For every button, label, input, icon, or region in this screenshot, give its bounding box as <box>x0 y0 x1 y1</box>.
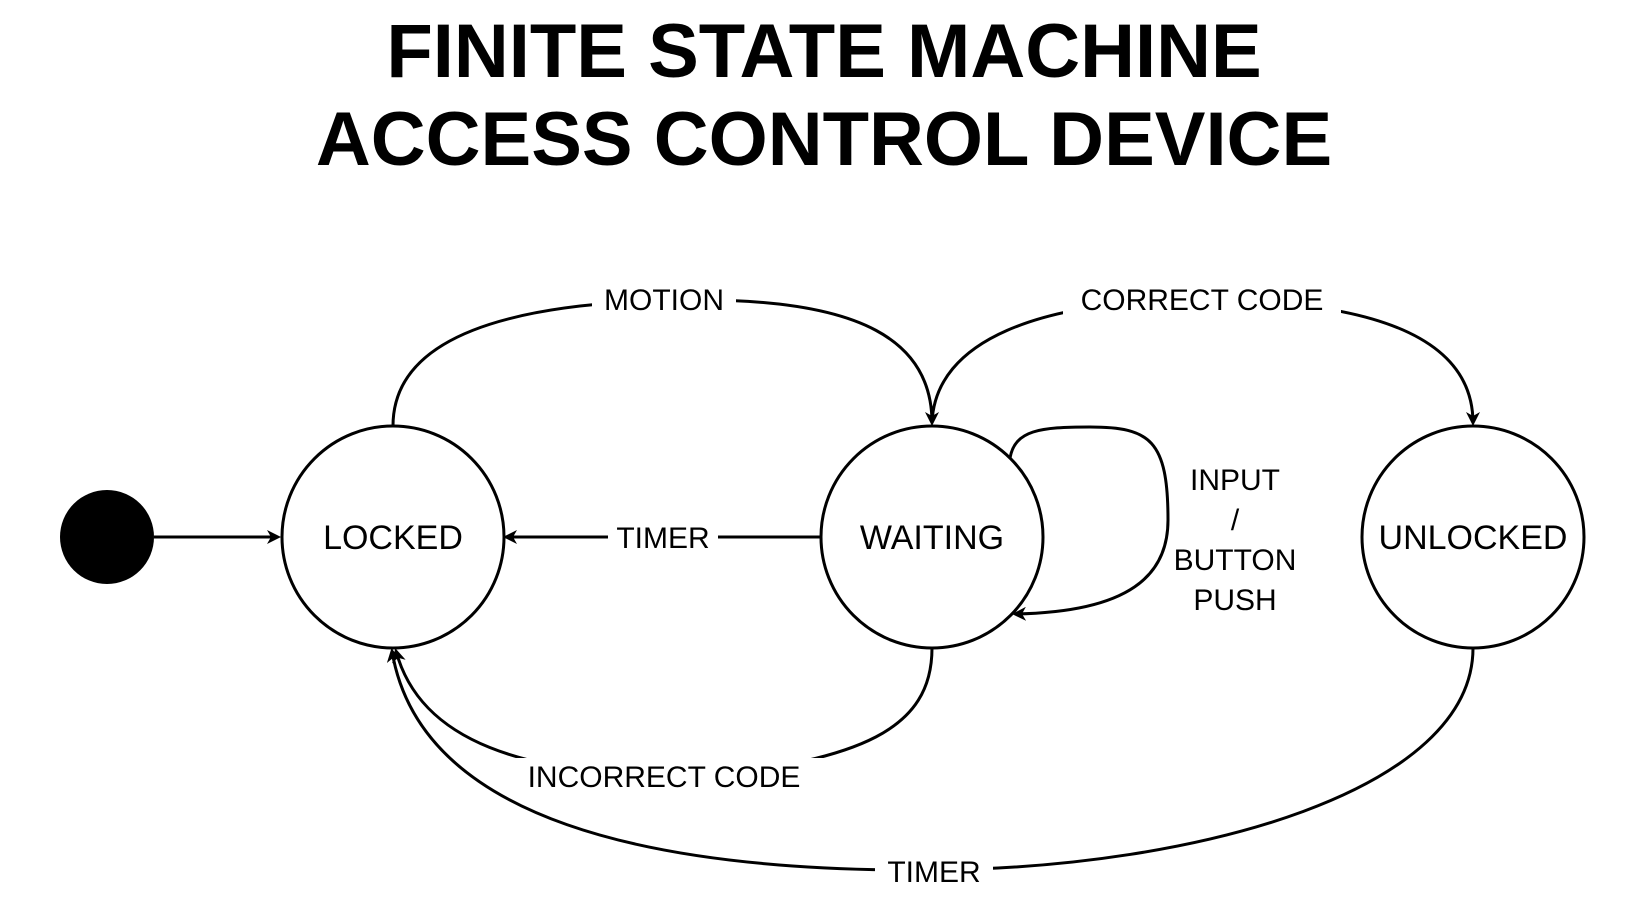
state-unlocked-label: UNLOCKED <box>1379 519 1568 557</box>
transition-motion-label: MOTION <box>604 284 724 317</box>
transition-input-button-push-arrow <box>1008 425 1170 621</box>
transition-input-button-push-label-line-4: PUSH <box>1193 584 1276 617</box>
transition-incorrect-code-arrow <box>392 647 934 779</box>
transition-motion-label-bg <box>592 280 736 316</box>
transition-correct-code-label: CORRECT CODE <box>1081 284 1324 317</box>
state-unlocked: UNLOCKED <box>1360 424 1586 650</box>
state-waiting: WAITING <box>819 424 1045 650</box>
transition-incorrect-code-label: INCORRECT CODE <box>528 761 801 794</box>
transition-input-button-push-label-line-3: BUTTON <box>1174 544 1297 577</box>
transition-correct-code-label-bg <box>1063 280 1341 316</box>
transition-input-button-push-label-line-1: INPUT <box>1190 464 1280 497</box>
state-locked: LOCKED <box>280 424 506 650</box>
transition-motion-arrow <box>391 298 939 427</box>
diagram-title-line-1: FINITE STATE MACHINE <box>386 9 1262 94</box>
transition-incorrect-code-label-bg <box>500 758 830 796</box>
transition-timer-waiting-locked-label: TIMER <box>616 522 709 555</box>
transition-timer-waiting-locked-label-bg <box>608 519 718 555</box>
transition-timer-unlocked-locked-label: TIMER <box>887 856 980 889</box>
state-waiting-label: WAITING <box>860 519 1004 557</box>
transition-timer-unlocked-locked-label-bg <box>875 852 993 890</box>
diagram-title-line-2: ACCESS CONTROL DEVICE <box>315 97 1333 182</box>
transition-correct-code-arrow <box>930 298 1480 426</box>
transition-input-button-push-label-line-2: / <box>1231 504 1240 537</box>
initial-state-dot <box>60 490 154 584</box>
state-locked-label: LOCKED <box>323 519 463 557</box>
